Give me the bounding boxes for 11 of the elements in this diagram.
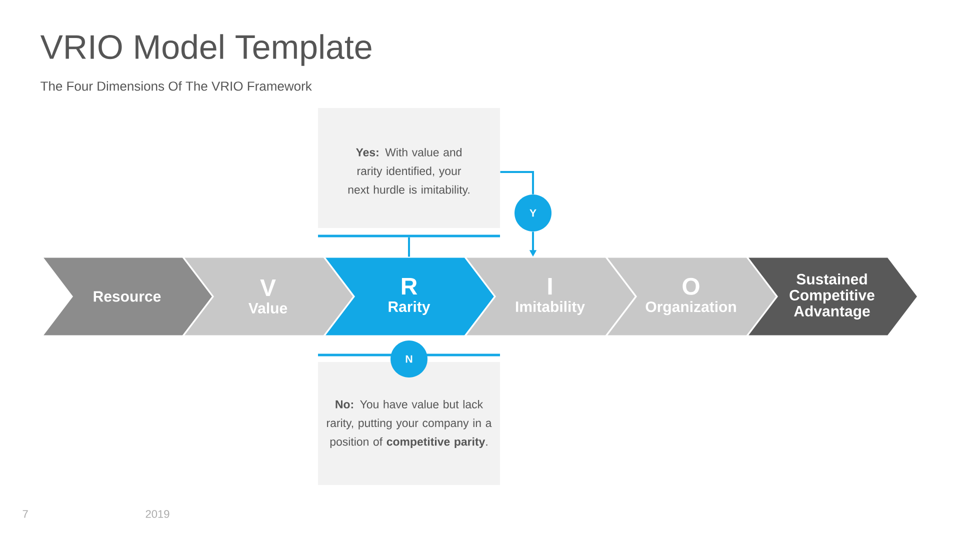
subtitle: The Four Dimensions Of The VRIO Framework (40, 81, 312, 91)
title: VRIO Model Template (40, 34, 372, 66)
footer-year: 2019 (146, 510, 170, 518)
chevron-band: R Rarity (322, 256, 496, 337)
text-box: Yes: With value and rarity identified, your next hurdle is imitability. (318, 108, 500, 238)
circle-badge: N (390, 340, 428, 378)
chevron-band: Sustained Competitive Advantage (745, 256, 920, 337)
circle-badge: Y (514, 194, 552, 232)
chevron-band: Resource (40, 256, 214, 337)
page-number: 7 (22, 510, 28, 518)
connector-arrow (500, 171, 534, 194)
